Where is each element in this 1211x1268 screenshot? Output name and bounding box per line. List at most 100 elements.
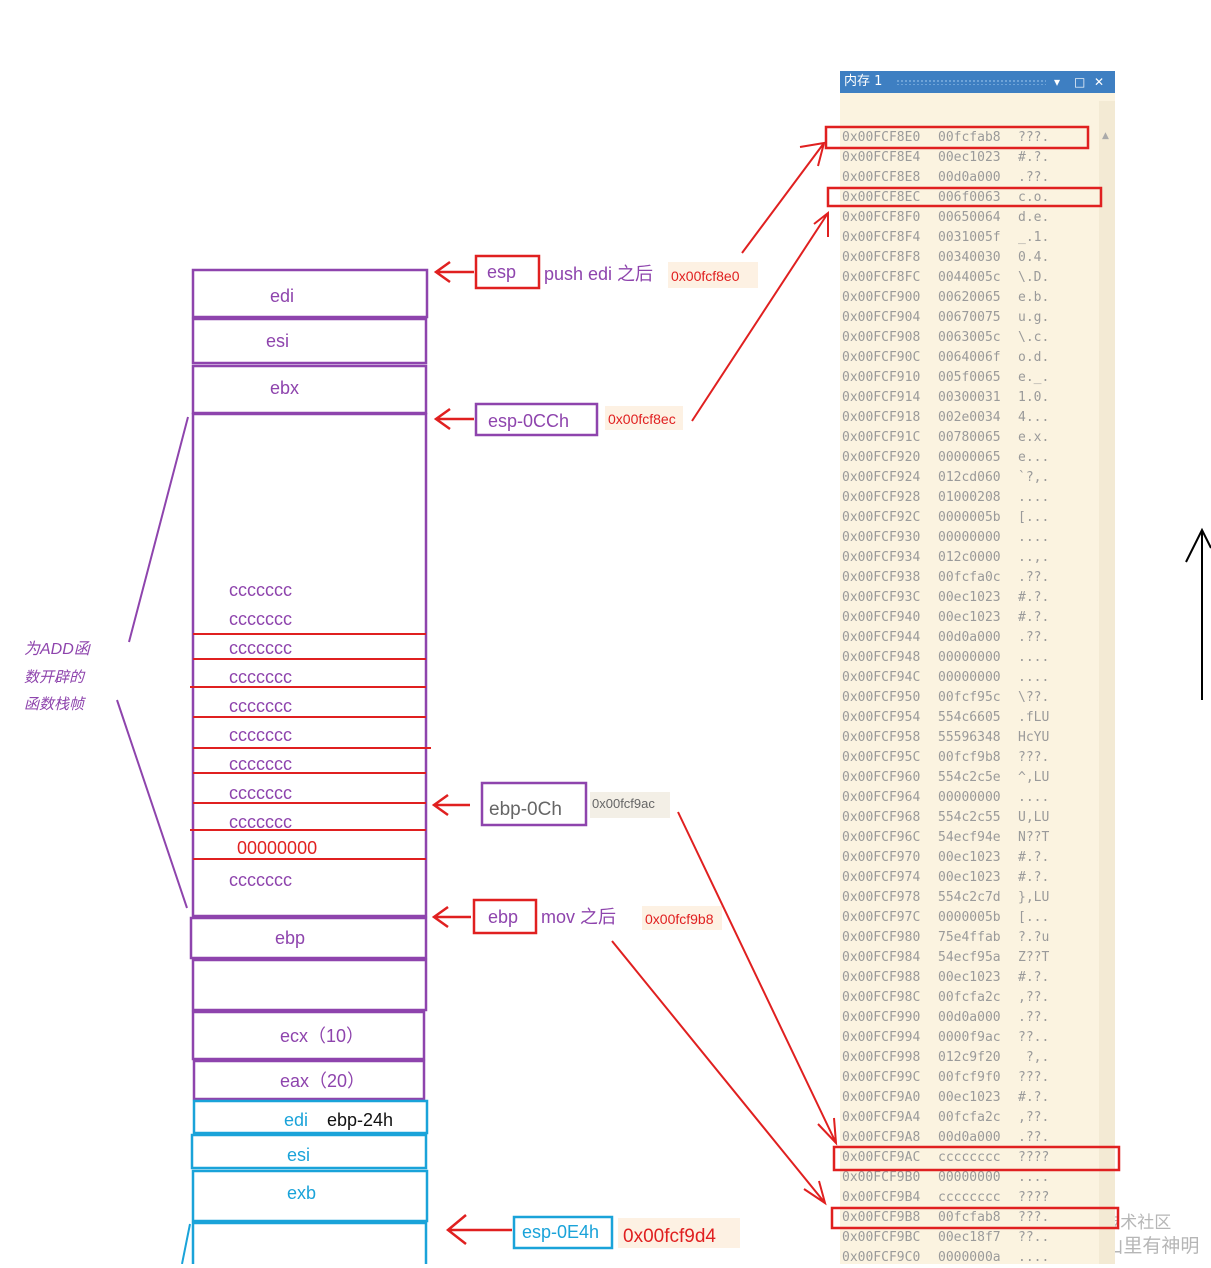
memory-chars: #.?. <box>1018 850 1050 865</box>
memory-chars: u.g. <box>1018 310 1050 325</box>
memory-address: 0x00FCF970 <box>842 850 921 865</box>
up-arrow-icon <box>1185 527 1211 700</box>
memory-value: 00fcf95c <box>938 690 1001 705</box>
memory-address: 0x00FCF99C <box>842 1070 921 1085</box>
memory-address: 0x00FCF8F4 <box>842 230 921 245</box>
fill-separators <box>190 633 431 860</box>
memory-chars: .??. <box>1018 630 1050 645</box>
memory-chars: ,??. <box>1018 1110 1050 1125</box>
memory-chars: [... <box>1018 510 1050 525</box>
frame-bracket-cyan <box>181 1223 191 1264</box>
memory-address: 0x00FCF914 <box>842 390 921 405</box>
memory-value: 0000000a <box>938 1250 1001 1265</box>
memory-value: 00fcfa2c <box>938 990 1001 1005</box>
memory-value: cccccccc <box>938 1190 1001 1205</box>
memory-value: 00d0a000 <box>938 630 1001 645</box>
memory-chars: #.?. <box>1018 610 1050 625</box>
stack-cell-edi-note: ebp-24h <box>327 1110 393 1130</box>
memory-address: 0x00FCF998 <box>842 1050 921 1065</box>
stack-cell-label: esi <box>287 1145 310 1165</box>
fill-value: ccccccc <box>229 754 292 774</box>
memory-chars: ?,. <box>1018 1050 1050 1065</box>
memory-address: 0x00FCF9B0 <box>842 1170 921 1185</box>
pointer-arrow-icon <box>433 407 474 431</box>
memory-address: 0x00FCF97C <box>842 910 921 925</box>
memory-chars: _.1. <box>1018 230 1050 245</box>
memory-value: 00ec1023 <box>938 850 1001 865</box>
frame-caption-line: 函数栈帧 <box>24 696 87 713</box>
memory-address: 0x00FCF96C <box>842 830 921 845</box>
memory-chars: d.e. <box>1018 210 1050 225</box>
memory-value: 00000065 <box>938 450 1001 465</box>
memory-chars: .??. <box>1018 1010 1050 1025</box>
memory-chars: N??T <box>1018 830 1050 845</box>
memory-address: 0x00FCF918 <box>842 410 921 425</box>
memory-chars: \??. <box>1018 690 1050 705</box>
pointer-box-label: ebp <box>488 907 518 927</box>
pointer-box <box>472 898 538 935</box>
memory-address: 0x00FCF9B8 <box>842 1210 921 1225</box>
memory-chars: `?,. <box>1018 470 1050 485</box>
pointer-box-label: esp-0CCh <box>488 411 569 431</box>
fill-value: ccccccc <box>229 696 292 716</box>
memory-address: 0x00FCF94C <box>842 670 921 685</box>
pointer-box <box>474 254 541 290</box>
fill-values: ccccccc ccccccc ccccccc ccccccc ccccccc … <box>229 580 317 890</box>
pointer-addr: 0x00fcf9d4 <box>623 1226 716 1247</box>
memory-address: 0x00FCF978 <box>842 890 921 905</box>
memory-value: 54ecf95a <box>938 950 1001 965</box>
pointer-esp-0cch: esp-0CCh 0x00fcf8ec <box>433 402 683 437</box>
memory-chars: .... <box>1018 490 1050 505</box>
memory-address: 0x00FCF908 <box>842 330 921 345</box>
pointer-arrow-icon <box>446 1214 512 1245</box>
pointer-arrow-icon <box>431 793 470 817</box>
memory-chars: #.?. <box>1018 1090 1050 1105</box>
memory-address: 0x00FCF8E4 <box>842 150 921 165</box>
scroll-up-icon[interactable]: ▲ <box>1102 131 1109 141</box>
close-icon[interactable]: ✕ <box>1094 75 1105 89</box>
memory-value: 554c2c7d <box>938 890 1001 905</box>
pointer-ebp-0ch: ebp-0Ch 0x00fcf9ac <box>431 781 670 827</box>
memory-value: 012cd060 <box>938 470 1001 485</box>
memory-chars: \.D. <box>1018 270 1050 285</box>
memory-value: 554c6605 <box>938 710 1001 725</box>
memory-value: 0044005c <box>938 270 1001 285</box>
memory-value: 00d0a000 <box>938 1130 1001 1145</box>
memory-chars: .... <box>1018 790 1050 805</box>
memory-chars: },LU <box>1018 890 1050 905</box>
memory-address: 0x00FCF91C <box>842 430 921 445</box>
memory-address: 0x00FCF938 <box>842 570 921 585</box>
memory-address: 0x00FCF92C <box>842 510 921 525</box>
memory-address: 0x00FCF8F0 <box>842 210 921 225</box>
addr-label-bg <box>668 262 758 288</box>
memory-chars: e.b. <box>1018 290 1050 305</box>
memory-value: 55596348 <box>938 730 1001 745</box>
memory-value: 006f0063 <box>938 190 1001 205</box>
maximize-icon[interactable]: □ <box>1074 75 1086 89</box>
memory-value: 00000000 <box>938 790 1001 805</box>
memory-value: 00300031 <box>938 390 1001 405</box>
addr-label-bg <box>642 906 722 930</box>
memory-value: 00fcfab8 <box>938 1210 1001 1225</box>
memory-address: 0x00FCF8FC <box>842 270 921 285</box>
memory-chars: e._. <box>1018 370 1050 385</box>
memory-address: 0x00FCF934 <box>842 550 921 565</box>
pointer-arrow-icon <box>433 260 474 284</box>
memory-chars: #.?. <box>1018 870 1050 885</box>
memory-chars: 1.0. <box>1018 390 1050 405</box>
stack-cell-ebx-box <box>191 364 428 415</box>
stack-cell-label: ecx（10） <box>280 1026 364 1046</box>
memory-value: 00fcf9f0 <box>938 1070 1001 1085</box>
memory-address: 0x00FCF984 <box>842 950 921 965</box>
memory-address: 0x00FCF928 <box>842 490 921 505</box>
frame-bracket-bottom <box>116 699 188 909</box>
dropdown-icon[interactable]: ▾ <box>1054 75 1061 89</box>
pointer-box <box>474 402 599 437</box>
memory-address: 0x00FCF940 <box>842 610 921 625</box>
frame-caption-line: 为ADD函 <box>24 640 92 658</box>
memory-address: 0x00FCF944 <box>842 630 921 645</box>
memory-address: 0x00FCF950 <box>842 690 921 705</box>
memory-address: 0x00FCF974 <box>842 870 921 885</box>
memory-scrollbar[interactable]: ▲ <box>1099 101 1115 1264</box>
